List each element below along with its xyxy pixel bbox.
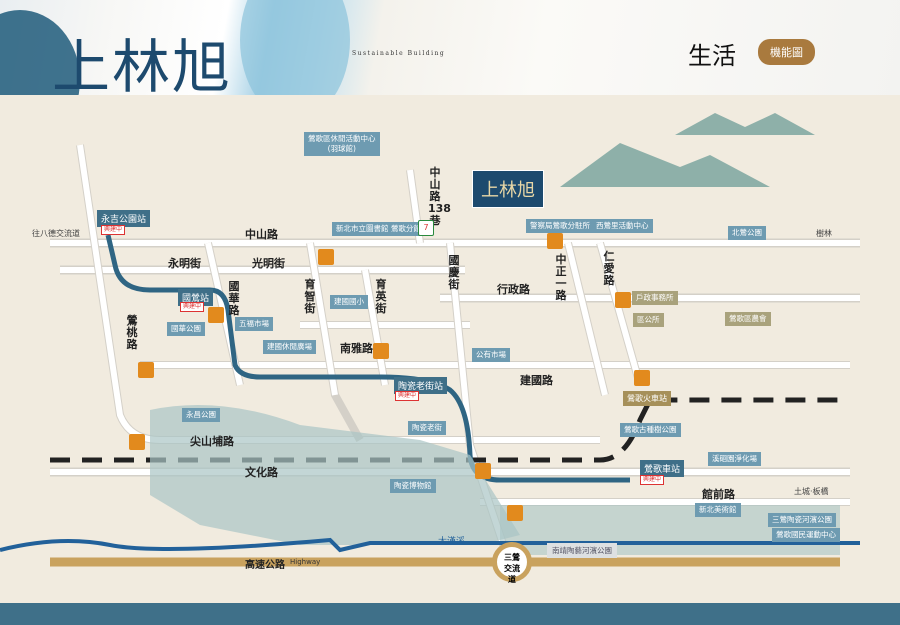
ubike-icon [318, 249, 334, 265]
road-network [0, 113, 860, 567]
construction-badge: 興建中 [640, 475, 665, 485]
place-yongchang-park[interactable]: 永昌公園 [182, 408, 220, 422]
river-label: 大漢溪 [438, 537, 466, 547]
road-label-jianshanpu: 尖山埔路 [190, 435, 234, 448]
road-label-yuzhi: 育智街 [304, 278, 316, 315]
road-label-zhongshan: 中山路 [245, 228, 278, 241]
road-label-nanya: 南雅路 [340, 342, 373, 355]
river-dahan [0, 537, 860, 553]
ubike-icon [615, 292, 631, 308]
roads [50, 144, 860, 567]
place-guohua-park[interactable]: 國華公園 [167, 322, 205, 336]
ubike-icon [507, 505, 523, 521]
place-police[interactable]: 警察局鶯歌分駐所 [526, 219, 594, 233]
station-guoying[interactable]: 國鶯站 [178, 289, 214, 306]
road-label-zhongzheng: 中正一路 [555, 253, 567, 302]
place-library[interactable]: 新北市立圖書館 鶯歌分館 [332, 222, 425, 236]
road-label-wenhua: 文化路 [245, 466, 278, 479]
place-public-market[interactable]: 公有市場 [472, 348, 510, 362]
station-yingge-lrt[interactable]: 鶯歌車站 [640, 460, 685, 477]
ubike-icon [634, 370, 650, 386]
ubike-icon [138, 362, 154, 378]
mountains [560, 113, 815, 187]
light-rail-line [105, 234, 630, 483]
road-label-guohua: 國華路 [228, 280, 240, 317]
road-label-guanqian: 館前路 [702, 488, 735, 501]
road-label-yingtao: 鶯桃路 [126, 314, 138, 351]
station-yongji[interactable]: 永吉公園站 [97, 210, 151, 227]
construction-badge: 興建中 [101, 225, 126, 235]
direction-tucheng: 土城‧板橋 [794, 487, 829, 496]
place-beiying-park[interactable]: 北鶯公園 [728, 226, 766, 240]
place-museum[interactable]: 陶瓷博物館 [390, 479, 436, 493]
place-tree-park[interactable]: 鶯歌古種樹公園 [620, 423, 681, 437]
road-label-jianguo: 建國路 [520, 374, 553, 387]
place-sports-center[interactable]: 鶯歌區休閒活動中心(羽球館) [304, 132, 380, 156]
project-title: 上林旭 [52, 33, 233, 101]
ubike-icon [547, 233, 563, 249]
interchange-sanying[interactable]: 三鶯交流道 [492, 542, 532, 584]
place-purification[interactable]: 溪硘園淨化場 [708, 452, 761, 466]
place-jianguo-plaza[interactable]: 建國休閒廣場 [263, 340, 316, 354]
road-label-guangming: 光明街 [252, 257, 285, 270]
section-title: 生活 [688, 42, 736, 70]
road-label-yuying: 育英街 [375, 278, 387, 315]
place-jianguo-school[interactable]: 建國國小 [330, 295, 368, 309]
place-sports-hall[interactable]: 鶯歌國民運動中心 [772, 528, 840, 542]
road-label-xingzheng: 行政路 [497, 283, 530, 296]
station-taoci[interactable]: 陶瓷老街站 [394, 377, 448, 394]
place-wufu-market[interactable]: 五福市場 [235, 317, 273, 331]
road-label-highway-en: Highway [290, 558, 321, 566]
footer-band [0, 603, 900, 625]
place-xiying[interactable]: 西鶯里活動中心 [592, 219, 653, 233]
convenience-store-icon: 7 [418, 220, 434, 236]
construction-badge: 興建中 [180, 302, 205, 312]
road-label-yongming: 永明街 [168, 257, 201, 270]
direction-bade: 往八德交流道 [32, 229, 80, 238]
place-nanjing-park[interactable]: 南靖陶藝河濱公園 [547, 543, 617, 558]
life-function-map: 上林旭 中山路 永明街 光明街 中山路138巷 國慶街 中正一路 仁愛路 行政路… [0, 95, 900, 605]
ubike-icon [373, 343, 389, 359]
railway [50, 397, 840, 463]
project-marker: 上林旭 [472, 170, 544, 208]
place-farmers[interactable]: 鶯歌區農會 [725, 312, 771, 326]
subtitle: Sustainable Building [352, 50, 446, 57]
place-riverside-park[interactable]: 三鶯陶瓷河濱公園 [768, 513, 836, 527]
road-label-guoqing: 國慶街 [448, 254, 460, 291]
ubike-icon [129, 434, 145, 450]
ubike-icon [208, 307, 224, 323]
road-label-highway: 高速公路 [245, 560, 285, 571]
place-household[interactable]: 戶政事務所 [632, 291, 678, 305]
header-banner: 上林旭 Sustainable Building 生活 機能圖 [0, 0, 900, 150]
road-label-lane138: 中山路138巷 [428, 166, 451, 227]
section-badge: 機能圖 [758, 39, 815, 65]
direction-shulin: 樹林 [816, 229, 832, 238]
station-yingge-train[interactable]: 鶯歌火車站 [623, 391, 671, 406]
ubike-icon [475, 463, 491, 479]
construction-badge: 興建中 [395, 391, 420, 401]
road-label-renai: 仁愛路 [603, 250, 615, 287]
place-district-office[interactable]: 區公所 [633, 313, 664, 327]
place-art-museum[interactable]: 新北美術館 [695, 503, 741, 517]
place-old-street[interactable]: 陶瓷老街 [408, 421, 446, 435]
park-area [150, 405, 520, 545]
